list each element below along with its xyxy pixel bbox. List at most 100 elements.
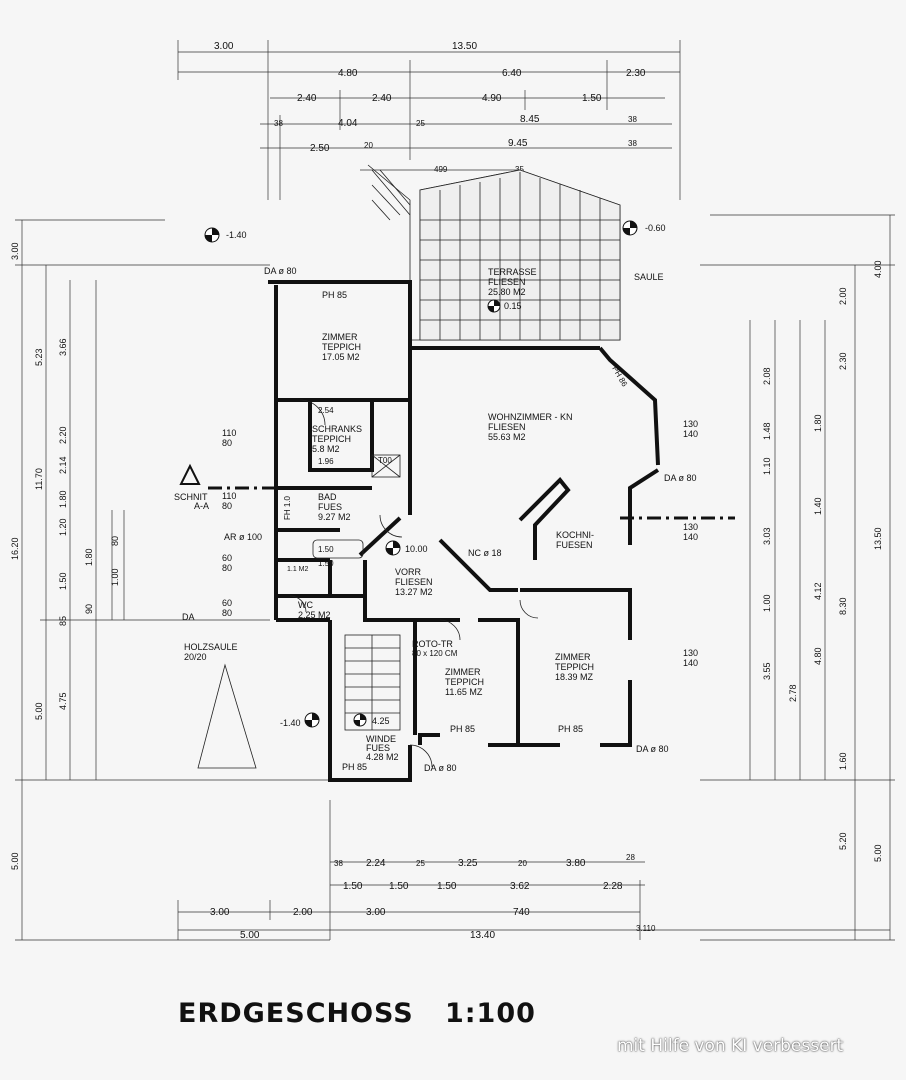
svg-text:1.50: 1.50 (582, 93, 602, 104)
svg-text:38: 38 (274, 119, 283, 128)
svg-text:2.14: 2.14 (58, 456, 68, 474)
svg-text:16.20: 16.20 (10, 537, 20, 560)
svg-text:5.00: 5.00 (873, 844, 883, 862)
svg-text:1.00: 1.00 (762, 594, 772, 612)
svg-text:3.62: 3.62 (510, 881, 530, 892)
svg-text:2.08: 2.08 (762, 367, 772, 385)
opening-h: 80 (222, 438, 232, 448)
holzsaule-label: HOLZSAULE (184, 642, 238, 652)
svg-text:13.40: 13.40 (470, 930, 495, 941)
drawing-title: ERDGESCHOSS 1:100 (178, 998, 536, 1029)
room-zimmer-mid-name: ZIMMER (445, 667, 481, 677)
svg-text:3.00: 3.00 (10, 242, 20, 260)
svg-text:85: 85 (58, 616, 68, 626)
holzsaule-post (197, 663, 257, 769)
exterior-walls (268, 280, 660, 782)
room-zimmer-mid-area: 11.65 MZ (445, 687, 483, 697)
room-windfang-name: WINDE (366, 734, 396, 744)
ar-label: AR ø 100 (224, 532, 262, 542)
room-wohnzimmer-floor: FLIESEN (488, 422, 526, 432)
svg-text:1.80: 1.80 (813, 414, 823, 432)
room-bad-area: 9.27 M2 (318, 512, 351, 522)
svg-text:4.04: 4.04 (338, 118, 358, 129)
svg-text:1.50: 1.50 (58, 572, 68, 590)
parapet-a: PH 85 (322, 290, 347, 300)
terrace-area (367, 164, 621, 341)
section-label: SCHNIT (174, 492, 208, 502)
opening-w: 110 (222, 491, 236, 501)
opening-w: 60 (222, 598, 232, 608)
saule-label: SAULE (634, 272, 664, 282)
svg-text:5.00: 5.00 (10, 852, 20, 870)
door-swings (289, 399, 539, 768)
svg-text:1.10: 1.10 (762, 457, 772, 475)
val-11: 1.1 M2 (287, 566, 309, 573)
level-terrasse: 0.15 (504, 301, 522, 311)
svg-text:1.50: 1.50 (437, 881, 457, 892)
svg-text:2.28: 2.28 (603, 881, 623, 892)
svg-text:1.48: 1.48 (762, 422, 772, 440)
opening-w: 130 (683, 419, 698, 429)
svg-text:38: 38 (628, 139, 637, 148)
room-terrasse-name: TERRASSE (488, 267, 537, 277)
svg-text:20: 20 (518, 859, 527, 868)
svg-text:3.66: 3.66 (58, 338, 68, 356)
svg-text:3.00: 3.00 (214, 41, 234, 52)
svg-text:2.40: 2.40 (297, 93, 317, 104)
svg-text:6.40: 6.40 (502, 68, 522, 79)
dimension-text-right: 4.00 2.00 2.30 13.50 8.30 4.80 5.20 2.08… (762, 260, 883, 862)
svg-text:5.00: 5.00 (240, 930, 260, 941)
svg-text:1.80: 1.80 (58, 490, 68, 508)
svg-text:1.60: 1.60 (838, 752, 848, 770)
svg-text:2.30: 2.30 (626, 68, 646, 79)
svg-text:1.20: 1.20 (58, 518, 68, 536)
svg-text:4.12: 4.12 (813, 582, 823, 600)
svg-text:1.50: 1.50 (343, 881, 363, 892)
opening-w: 130 (683, 522, 698, 532)
room-wohnzimmer-area: 55.63 M2 (488, 432, 526, 442)
svg-text:499: 499 (434, 165, 448, 174)
room-bad-name: BAD (318, 492, 337, 502)
level-sw: -1.40 (280, 718, 301, 728)
opening-h: 140 (683, 532, 698, 542)
svg-text:38: 38 (628, 115, 637, 124)
opening-w: 60 (222, 553, 232, 563)
level-nw: -1.40 (226, 230, 247, 240)
svg-text:3.25: 3.25 (458, 858, 478, 869)
room-wc-area: 2.25 M2 (298, 610, 331, 620)
room-zimmer-mid-floor: TEPPICH (445, 677, 484, 687)
val-196: 1.96 (318, 457, 334, 466)
dimension-lines-left (15, 219, 330, 941)
downpipe-bottom-mid: DA ø 80 (424, 763, 457, 773)
svg-text:2.78: 2.78 (788, 684, 798, 702)
parapet-wind: PH 85 (342, 762, 367, 772)
opening-w: 130 (683, 648, 698, 658)
svg-text:1.80: 1.80 (84, 548, 94, 566)
svg-text:8.30: 8.30 (838, 597, 848, 615)
svg-text:4.75: 4.75 (58, 692, 68, 710)
level-markers (204, 220, 638, 728)
svg-text:4.00: 4.00 (873, 260, 883, 278)
room-zimmer-nw-area: 17.05 M2 (322, 352, 360, 362)
holzsaule-size: 20/20 (184, 652, 207, 662)
room-windfang-area: 4.28 M2 (366, 752, 399, 762)
svg-text:90: 90 (84, 604, 94, 614)
svg-text:3.80: 3.80 (566, 858, 586, 869)
svg-text:2.00: 2.00 (293, 907, 313, 918)
level-vorraum: 10.00 (405, 544, 428, 554)
dimension-lines-bottom (177, 800, 890, 940)
roto-size: 80 x 120 CM (412, 649, 458, 658)
svg-text:1.00: 1.00 (110, 568, 120, 586)
dimension-lines-top (177, 40, 681, 200)
svg-text:1.50: 1.50 (389, 881, 409, 892)
svg-text:3.03: 3.03 (762, 527, 772, 545)
val-150b: 1.50 (318, 559, 334, 568)
downpipe-right: DA ø 80 (664, 473, 697, 483)
room-terrasse-floor: FLIESEN (488, 277, 526, 287)
svg-text:2.50: 2.50 (310, 143, 330, 154)
svg-text:4.90: 4.90 (482, 93, 502, 104)
svg-text:3.55: 3.55 (762, 662, 772, 680)
section-line-aa (179, 463, 735, 520)
svg-text:3.00: 3.00 (210, 907, 230, 918)
room-vorraum-area: 13.27 M2 (395, 587, 433, 597)
